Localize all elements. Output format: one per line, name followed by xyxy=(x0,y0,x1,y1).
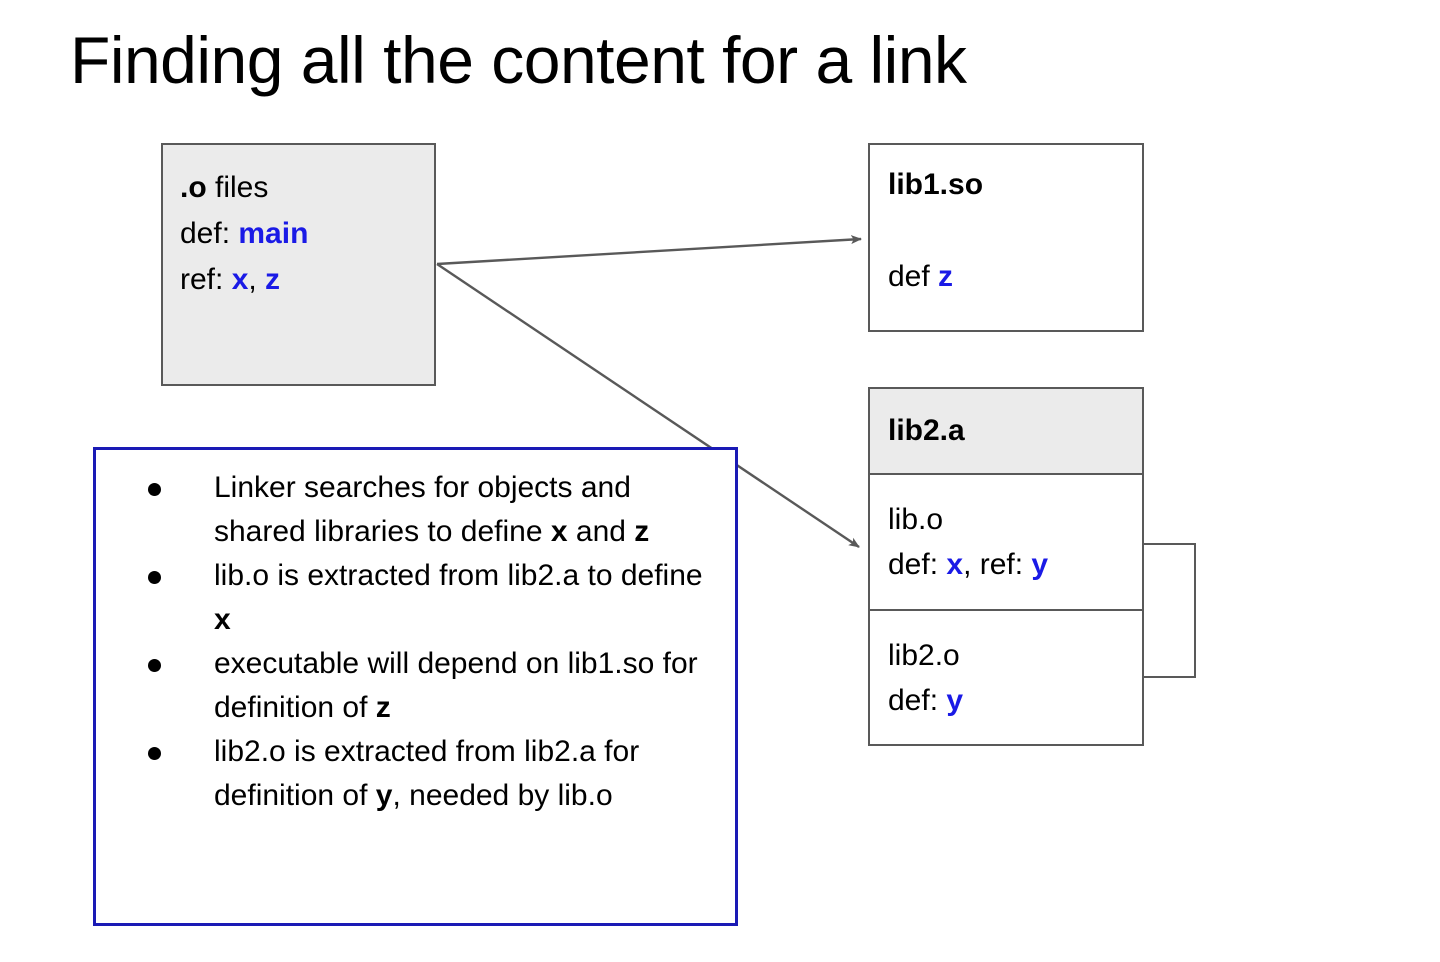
object-files-text: .o files def: main ref: x, z xyxy=(180,165,308,303)
lib2-a-member-lib-o: lib.o def: x, ref: y xyxy=(870,475,1142,611)
lib2-a-self-reference-bracket xyxy=(1143,543,1196,678)
bullet-dot-icon xyxy=(148,747,161,760)
member-ref-label: , ref: xyxy=(963,548,1032,581)
object-files-label: files xyxy=(206,171,269,204)
symbol-y: y xyxy=(946,684,964,717)
member-filename: lib2.o xyxy=(888,639,960,672)
bullet-dot-icon xyxy=(148,571,161,584)
list-item-text: executable will depend on lib1.so for de… xyxy=(214,647,698,724)
object-files-def-line: def: main xyxy=(180,211,308,257)
symbol-z: z xyxy=(938,260,954,293)
symbol-y: y xyxy=(1031,548,1049,581)
lib1-so-def-line: def z xyxy=(888,257,953,297)
list-item: executable will depend on lib1.so for de… xyxy=(96,642,735,730)
lib1-so-box: lib1.so def z xyxy=(868,143,1144,332)
member-filename: lib.o xyxy=(888,503,944,536)
arrow-obj-to-lib1 xyxy=(436,235,862,266)
object-files-ref-line: ref: x, z xyxy=(180,257,308,303)
symbol-separator: , xyxy=(248,263,266,296)
member-symbols: def: x, ref: y xyxy=(888,542,1048,587)
object-files-def-label: def: xyxy=(180,217,239,250)
lib2-a-member-lib2-o: lib2.o def: y xyxy=(870,611,1142,746)
object-files-extension: .o xyxy=(180,171,207,204)
page-title: Finding all the content for a link xyxy=(70,23,967,97)
notes-list: Linker searches for objects and shared l… xyxy=(96,466,735,818)
member-symbols: def: y xyxy=(888,678,963,723)
lib2-a-title: lib2.a xyxy=(888,414,965,447)
bullet-dot-icon xyxy=(148,483,161,496)
list-item: Linker searches for objects and shared l… xyxy=(96,466,735,554)
list-item-text: Linker searches for objects and shared l… xyxy=(214,471,650,548)
symbol-main: main xyxy=(238,217,309,250)
lib1-so-def-label: def xyxy=(888,260,939,293)
member-def-label: def: xyxy=(888,684,947,717)
list-item: lib2.o is extracted from lib2.a for defi… xyxy=(96,730,735,818)
member-def-label: def: xyxy=(888,548,947,581)
notes-box: Linker searches for objects and shared l… xyxy=(93,447,738,926)
lib2-a-header: lib2.a xyxy=(870,389,1142,475)
symbol-z: z xyxy=(265,263,281,296)
list-item-text: lib.o is extracted from lib2.a to define… xyxy=(214,559,703,636)
symbol-x: x xyxy=(946,548,964,581)
object-files-box: .o files def: main ref: x, z xyxy=(161,143,436,386)
lib2-a-box: lib2.a lib.o def: x, ref: y lib2.o def: … xyxy=(868,387,1144,746)
object-files-ref-label: ref: xyxy=(180,263,232,296)
list-item: lib.o is extracted from lib2.a to define… xyxy=(96,554,735,642)
bullet-dot-icon xyxy=(148,659,161,672)
object-files-line-1: .o files xyxy=(180,165,308,211)
list-item-text: lib2.o is extracted from lib2.a for defi… xyxy=(214,735,640,812)
lib1-so-title: lib1.so xyxy=(888,168,984,201)
symbol-x: x xyxy=(231,263,249,296)
